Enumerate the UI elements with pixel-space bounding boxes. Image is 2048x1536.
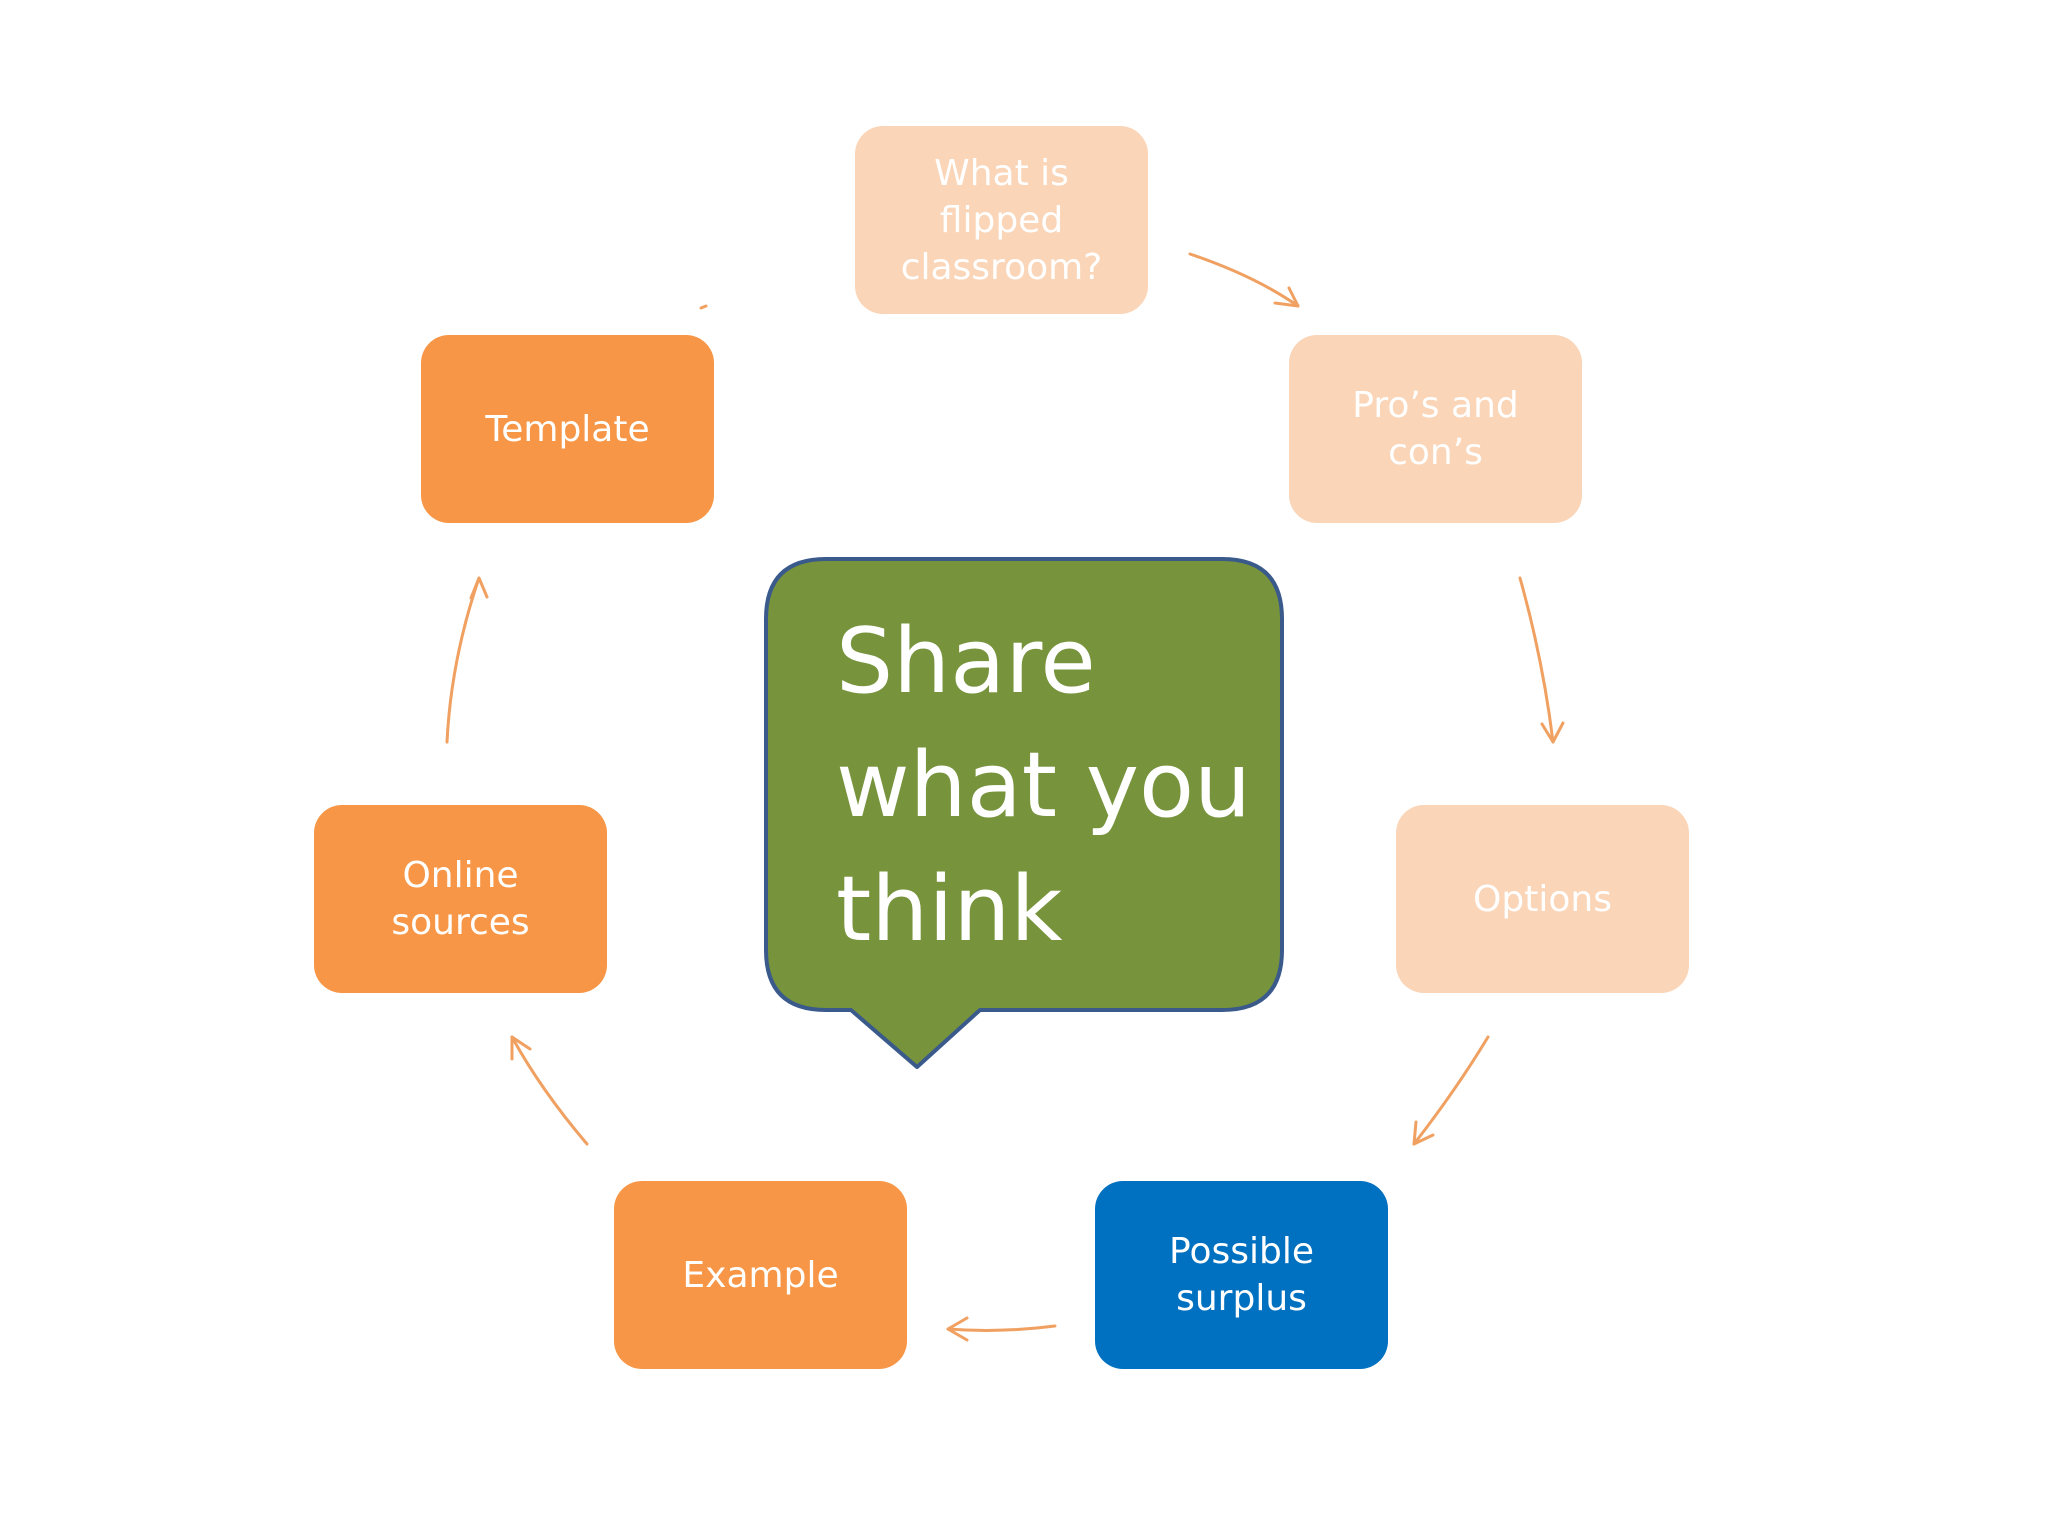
callout-text: Share what you think — [836, 609, 1252, 962]
cycle-step-online-sources: Online sources — [314, 805, 607, 993]
cycle-step-template: Template — [421, 335, 714, 523]
step-label: Options — [1473, 878, 1612, 920]
step-label: Template — [485, 408, 650, 450]
step-label: Online sources — [391, 855, 530, 943]
cycle-step-options: Options — [1396, 805, 1689, 993]
cycle-step-pros-and-cons: Pro’s and con’s — [1289, 335, 1582, 523]
step-label: What is flipped classroom? — [900, 152, 1103, 288]
cycle-step-example: Example — [614, 1181, 907, 1369]
step-label: Example — [682, 1254, 839, 1296]
step-label: Pro’s and con’s — [1352, 385, 1519, 473]
cycle-step-possible-surplus: Possible surplus — [1095, 1181, 1388, 1369]
cycle-step-what-is-flipped-classroom: What is flipped classroom? — [855, 126, 1148, 314]
speech-bubble-shape — [764, 557, 1284, 1069]
step-label: Possible surplus — [1169, 1231, 1314, 1319]
